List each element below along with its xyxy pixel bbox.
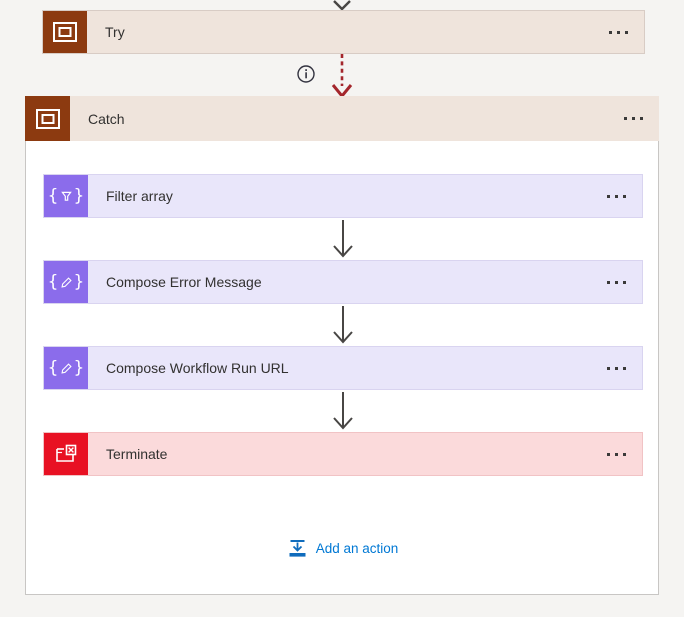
catch-more-actions-button[interactable] [624,96,659,141]
flow-arrow [330,218,356,260]
try-scope-title: Try [105,24,125,40]
action-title: Compose Workflow Run URL [106,360,289,376]
try-more-actions-button[interactable] [609,11,644,53]
catch-scope-title: Catch [88,110,125,127]
compose-url-more-actions-button[interactable] [607,347,642,389]
flow-arrow [330,390,356,432]
scope-icon [25,96,70,141]
terminate-more-actions-button[interactable] [607,433,642,475]
filter-array-icon: {} [44,175,88,217]
catch-scope-card[interactable]: Catch [25,96,659,141]
compose-icon: {} [44,347,88,389]
catch-scope-container: Catch {} Filter array {} [25,96,659,595]
action-card-filter-array[interactable]: {} Filter array [43,174,643,218]
action-title: Terminate [106,446,168,462]
add-action-button[interactable]: Add an action [26,539,660,558]
scope-icon [43,11,87,53]
action-card-terminate[interactable]: Terminate [43,432,643,476]
compose-error-more-actions-button[interactable] [607,261,642,303]
run-after-info-icon[interactable] [296,64,316,84]
run-after-failed-arrow [330,54,354,100]
flow-arrow [330,304,356,346]
terminate-icon [44,433,88,475]
add-action-label: Add an action [315,541,399,556]
action-card-compose-error-message[interactable]: {} Compose Error Message [43,260,643,304]
try-scope-card[interactable]: Try [42,10,645,54]
filter-array-more-actions-button[interactable] [607,175,642,217]
incoming-arrow [332,0,352,11]
add-action-icon [289,540,306,557]
action-card-compose-workflow-run-url[interactable]: {} Compose Workflow Run URL [43,346,643,390]
action-title: Compose Error Message [106,274,262,290]
action-title: Filter array [106,188,173,204]
compose-icon: {} [44,261,88,303]
